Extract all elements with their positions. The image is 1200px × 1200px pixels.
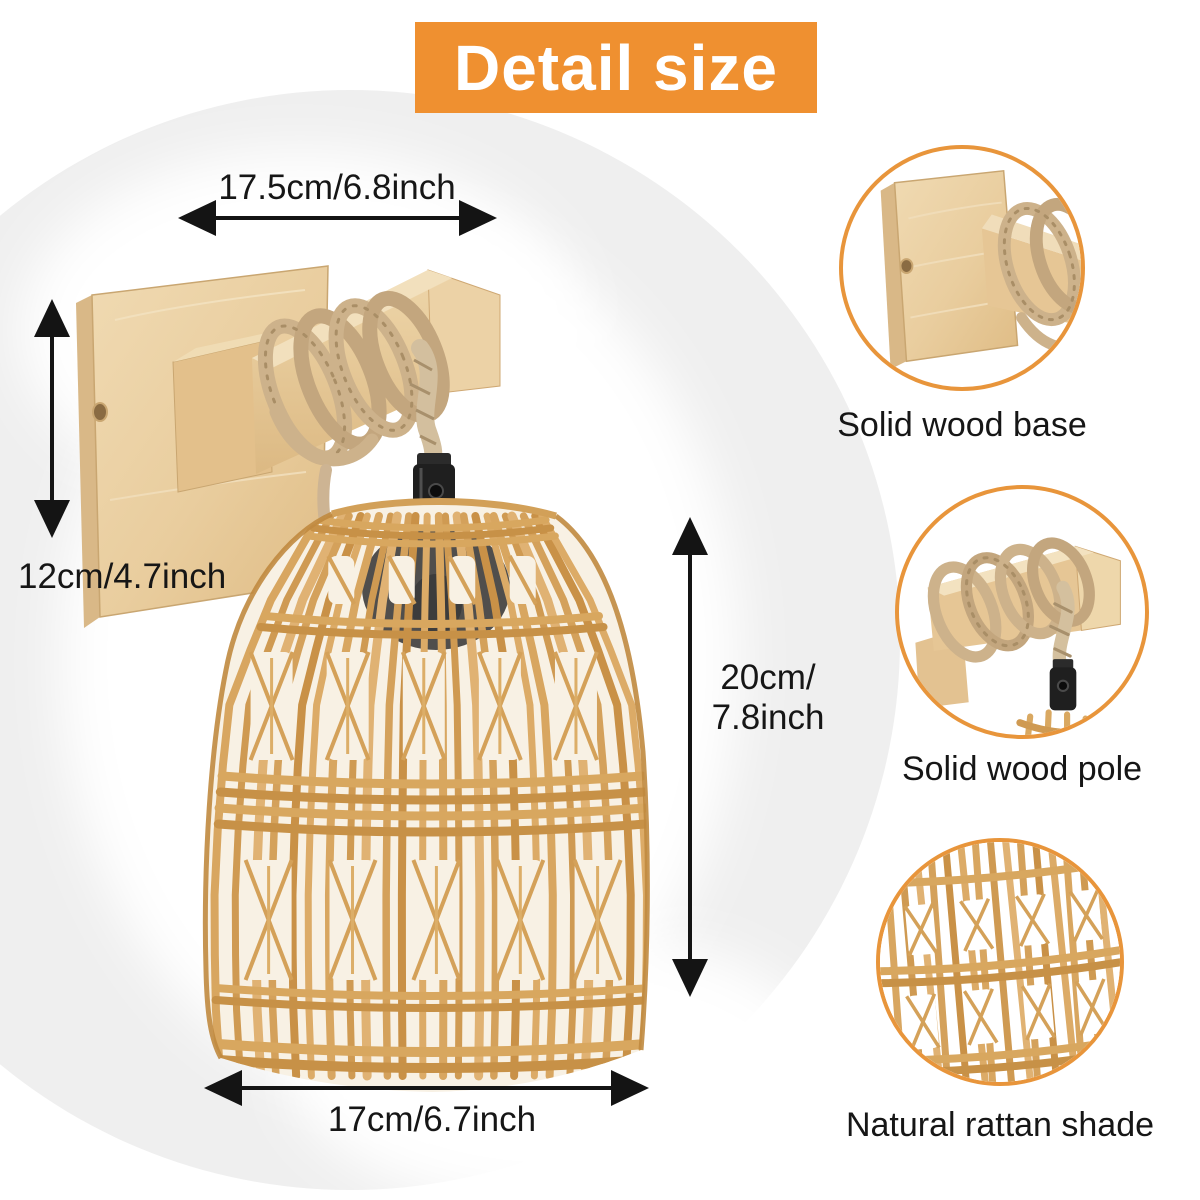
page-title: Detail size (453, 31, 779, 104)
wood-base-detail-image (880, 169, 1081, 370)
callout-circle-rattan-shade (876, 838, 1124, 1086)
dimension-arrow-right (672, 517, 708, 997)
callout-circle-wood-pole (895, 485, 1149, 739)
wood-pole-detail-image (915, 537, 1121, 735)
hanging-rope (409, 339, 443, 469)
dim-label-right: 20cm/ 7.8inch (712, 658, 825, 738)
callout-label-wood-base: Solid wood base (837, 406, 1087, 444)
callout-circle-wood-base (839, 145, 1085, 391)
title-banner: Detail size (415, 22, 817, 113)
rattan-shade-detail-image (880, 842, 1120, 1082)
dim-label-right-line2: 7.8inch (711, 698, 825, 737)
dimension-arrow-left (34, 299, 70, 538)
callout-label-rattan-shade: Natural rattan shade (845, 1106, 1155, 1144)
dim-label-bottom: 17cm/6.7inch (327, 1100, 537, 1139)
dimension-arrow-bottom (204, 1070, 649, 1106)
dim-label-top: 17.5cm/6.8inch (218, 168, 456, 207)
dimension-arrow-top (178, 200, 497, 236)
wall-sconce-product (76, 265, 650, 1092)
dim-label-left: 12cm/4.7inch (18, 557, 227, 596)
dim-label-right-line1: 20cm/ (720, 658, 816, 697)
rattan-shade (202, 498, 650, 1092)
callout-label-wood-pole: Solid wood pole (901, 750, 1143, 788)
rope-coils (257, 290, 450, 467)
wood-mount-block (172, 328, 290, 493)
